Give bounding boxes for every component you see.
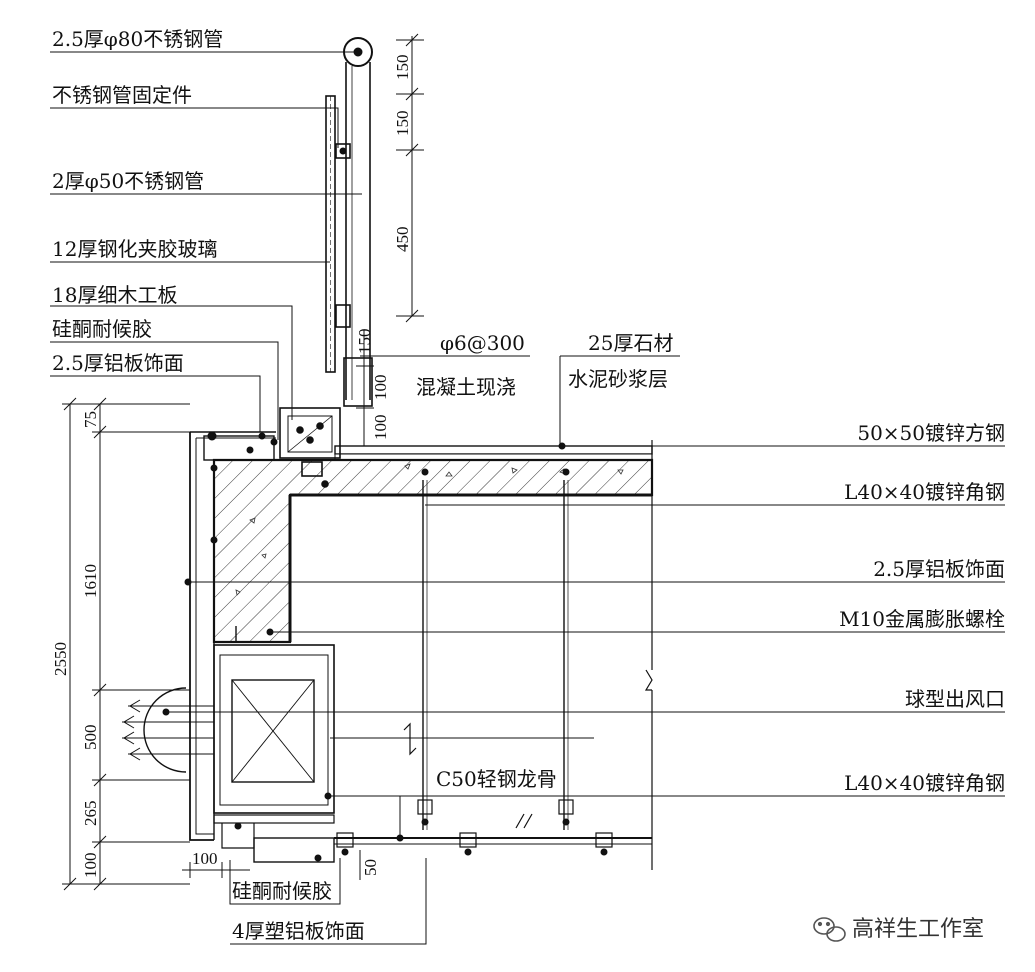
dim-265: 265 [81,801,100,827]
label-angle-steel-top: L40×40镀锌角钢 [844,480,1005,504]
leader-lines [50,51,1005,945]
concrete-slab [212,458,654,644]
label-sealant-bottom: 硅酮耐候胶 [232,879,332,903]
label-expansion-bolt: M10金属膨胀螺栓 [839,607,1005,631]
labels-bottom: 硅酮耐候胶 4厚塑铝板饰面 [232,879,365,943]
curb-box [279,407,341,488]
dim-150-b: 150 [393,111,412,137]
dims-upper [356,33,424,447]
dim-1610: 1610 [81,564,100,598]
dim-150-a: 150 [393,55,412,81]
label-alu-cladding: 2.5厚铝板饰面 [52,351,184,375]
dim-100-bottom: 100 [192,849,218,868]
labels-left: 2.5厚φ80不锈钢管 不锈钢管固定件 2厚φ50不锈钢管 12厚钢化夹胶玻璃 … [52,27,223,375]
label-alu-cladding-right: 2.5厚铝板饰面 [873,557,1005,581]
label-angle-steel-bottom: L40×40镀锌角钢 [844,771,1005,795]
stone-layer [334,445,653,455]
label-stone: 25厚石材 [588,331,673,355]
label-square-steel: 50×50镀锌方钢 [857,421,1005,445]
labels-mid: φ6@300 混凝土现浇 25厚石材 水泥砂浆层 C50轻钢龙骨 [416,331,673,791]
label-concrete: 混凝土现浇 [416,375,516,399]
watermark: 高祥生工作室 [813,917,984,942]
dim-100-b: 100 [371,415,390,441]
floor-slab [212,445,654,644]
dim-100-a: 100 [371,375,390,401]
watermark-text: 高祥生工作室 [852,917,984,942]
dim-150-c: 150 [355,329,374,355]
label-mortar: 水泥砂浆层 [568,367,668,391]
ceiling-system [330,440,653,870]
label-glass: 12厚钢化夹胶玻璃 [52,237,217,261]
dim-50-bottom: 50 [361,859,380,876]
dim-75: 75 [81,411,100,428]
handrail-assembly [325,37,373,407]
dim-text-upper: 150 150 450 150 100 100 [355,55,412,441]
label-rail-fixing: 不锈钢管固定件 [52,83,192,107]
dim-100-left: 100 [81,853,100,879]
wechat-icon [813,917,846,942]
label-rail-tube-50: 2厚φ50不锈钢管 [52,169,204,193]
air-outlet-box [122,644,335,863]
dim-450: 450 [393,227,412,253]
dim-text-left: 75 1610 500 265 100 2550 100 50 [51,411,380,878]
label-rebar: φ6@300 [440,331,525,355]
dim-500: 500 [81,725,100,751]
labels-right: 50×50镀锌方钢 L40×40镀锌角钢 2.5厚铝板饰面 M10金属膨胀螺栓 … [839,421,1005,795]
label-keel: C50轻钢龙骨 [436,767,557,791]
label-plastic-alu-panel: 4厚塑铝板饰面 [232,919,365,943]
label-wood-board: 18厚细木工板 [52,283,177,307]
dims-left [62,397,361,891]
label-sealant: 硅酮耐候胶 [52,317,152,341]
label-rail-tube-80: 2.5厚φ80不锈钢管 [52,27,223,51]
label-air-outlet: 球型出风口 [905,687,1005,711]
dim-2550: 2550 [51,642,70,676]
